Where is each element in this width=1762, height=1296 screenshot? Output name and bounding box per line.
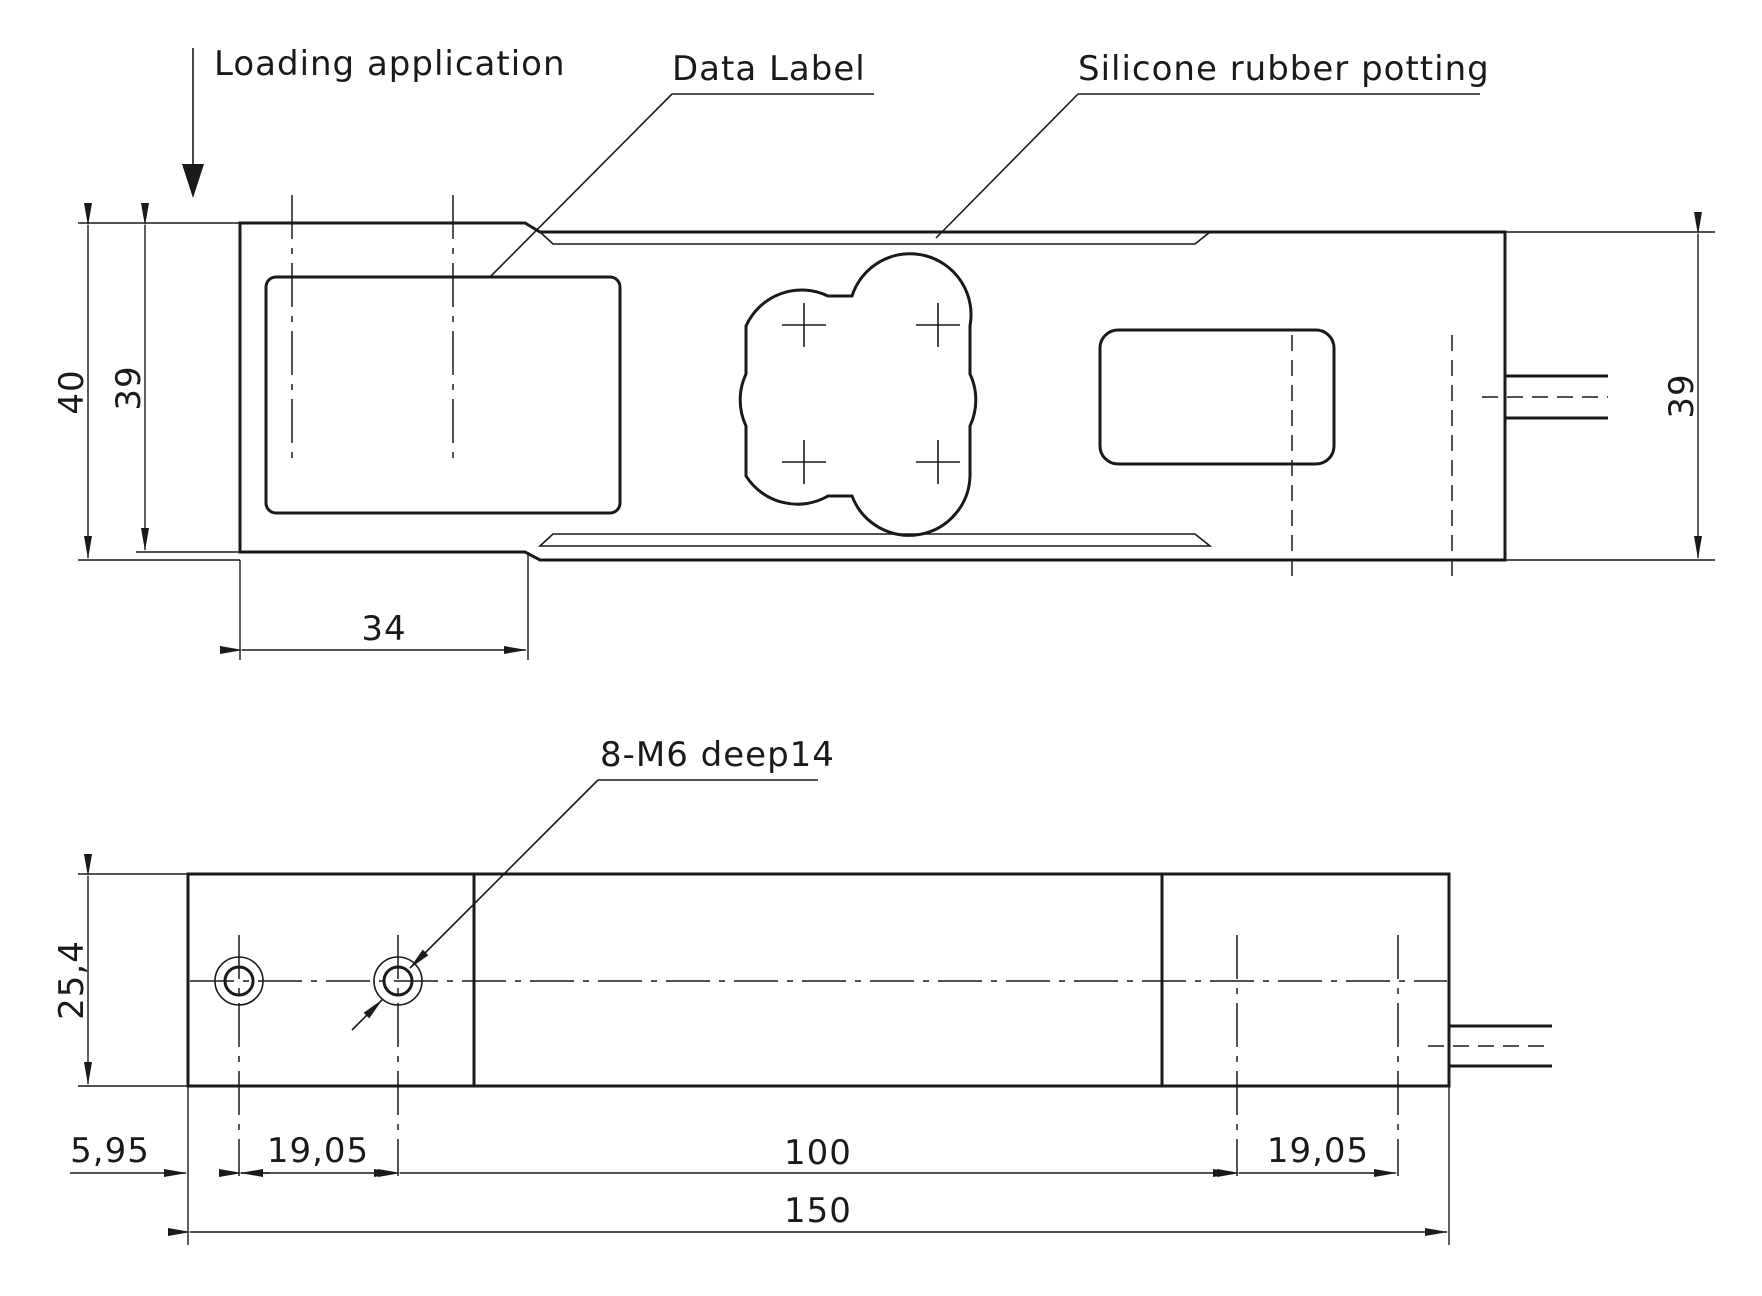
silicone-label-leader [935, 93, 1079, 239]
thread-leader [409, 779, 599, 969]
dim-39-left-text: 39 [109, 365, 149, 410]
dim-39-right-text: 39 [1662, 373, 1702, 418]
front-hatched-section [472, 872, 1164, 1088]
data-label-plate [264, 275, 622, 515]
silicone-label-text: Silicone rubber potting [1078, 49, 1490, 89]
dim-19-05-left-text: 19,05 [267, 1131, 369, 1171]
thread-leader-tail [351, 999, 383, 1031]
data-label-leader [489, 93, 673, 278]
dim-40-text: 40 [52, 369, 92, 414]
dim-150-text: 150 [784, 1191, 852, 1231]
loading-application-label: Loading application [214, 44, 566, 84]
clover-cutout [738, 252, 978, 537]
dim-100-text: 100 [784, 1133, 852, 1173]
dim-5-95-text: 5,95 [70, 1131, 150, 1171]
top-body-outline [238, 221, 1507, 562]
silicone-strip-top [537, 231, 1213, 245]
top-view: Loading application Data Label Silicone … [52, 44, 1715, 660]
data-label-text: Data Label [672, 49, 866, 89]
dim-19-05-right-text: 19,05 [1267, 1131, 1369, 1171]
dim-34-text: 34 [361, 609, 406, 649]
dim-25-4-text: 25,4 [52, 940, 92, 1020]
front-view: 8-M6 deep14 25,4 5,95 19,05 100 19,05 15… [52, 735, 1552, 1245]
front-body-outline [186, 872, 1451, 1088]
hatched-pad [1098, 328, 1336, 466]
silicone-strip-bottom [537, 533, 1213, 547]
thread-label-text: 8-M6 deep14 [600, 735, 835, 775]
loading-arrow-icon [182, 164, 204, 198]
crosshair-marks [782, 303, 960, 484]
